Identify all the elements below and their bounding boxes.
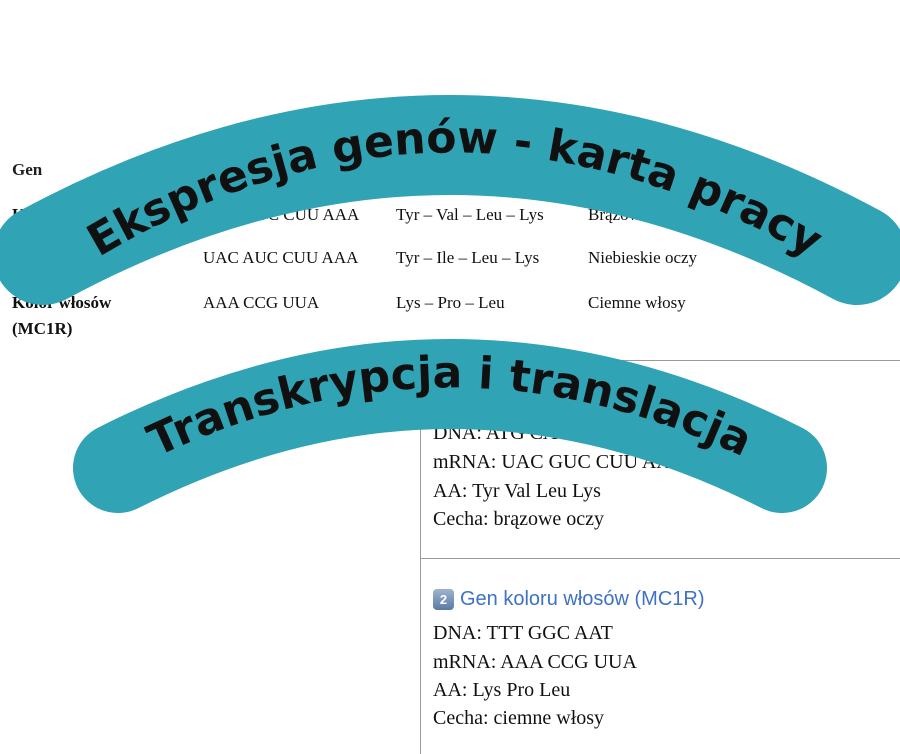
bottom-banner-band [73, 339, 827, 513]
row3-dna: AAA CCG UUA [203, 293, 320, 312]
row3-gen-line2: (MC1R) [12, 319, 73, 338]
card-cecha: Cecha: ciemne włosy [433, 707, 605, 729]
card-cecha: Cecha: brązowe oczy [433, 508, 605, 530]
card-aa: AA: Lys Pro Leu [433, 679, 571, 701]
card-top-divider [420, 360, 900, 361]
row3-cecha: Ciemne włosy [588, 293, 686, 312]
row2-aa: Tyr – Ile – Leu – Lys [396, 248, 540, 267]
top-banner-band [0, 95, 900, 305]
card-dna: DNA: TTT GGC AAT [433, 622, 613, 644]
card-border-left [420, 360, 900, 754]
row2-dna: UAC AUC CUU AAA [203, 248, 359, 267]
card-aa: AA: Tyr Val Leu Lys [433, 480, 601, 502]
number-badge-icon: 2 [433, 589, 454, 610]
card-title: Gen koloru włosów (MC1R) [460, 588, 705, 610]
card-mrna: mRNA: AAA CCG UUA [433, 651, 637, 673]
header-gen: Gen [12, 160, 43, 179]
card-title-row: 2 Gen koloru włosów (MC1R) [433, 588, 705, 611]
card-mrna: mRNA: UAC GUC CUU AAA [433, 451, 686, 473]
row2-cecha: Niebieskie oczy [588, 248, 698, 267]
row1-aa: Tyr – Val – Leu – Lys [396, 205, 544, 224]
row3-aa: Lys – Pro – Leu [396, 293, 505, 312]
card-middle-divider [420, 558, 900, 559]
